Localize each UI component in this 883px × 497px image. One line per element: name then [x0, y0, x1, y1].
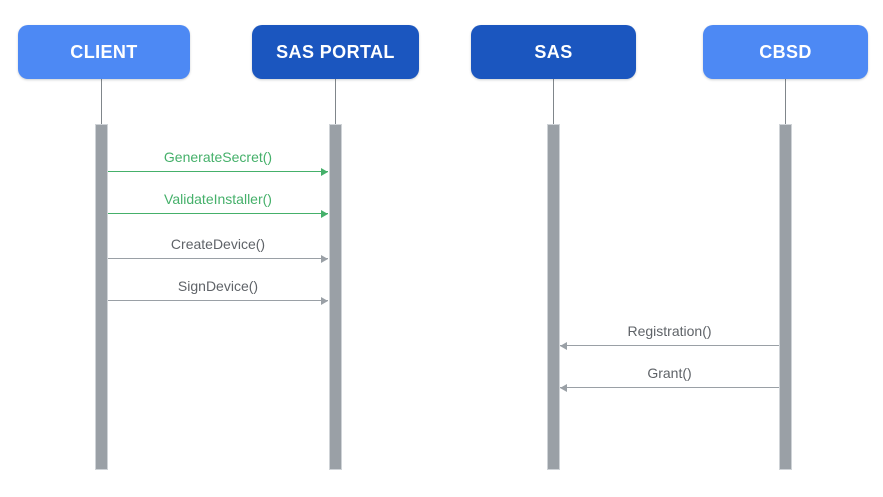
actor-box-sas-portal[interactable]: SAS PORTAL	[252, 25, 419, 79]
message-line-registration	[560, 345, 779, 346]
message-arrowhead-create-device	[321, 254, 328, 263]
message-label-create-device: CreateDevice()	[170, 236, 266, 252]
message-arrowhead-validate-installer	[321, 209, 328, 218]
lifeline-sas-portal	[335, 79, 336, 124]
message-label-validate-installer: ValidateInstaller()	[164, 191, 272, 207]
message-arrowhead-grant	[560, 383, 567, 392]
activation-bar-sas-portal	[329, 124, 342, 470]
lifeline-client	[101, 79, 102, 124]
activation-bar-sas	[547, 124, 560, 470]
actor-label-cbsd: CBSD	[759, 41, 812, 62]
message-label-registration: Registration()	[627, 323, 712, 339]
lifeline-cbsd	[785, 79, 786, 124]
actor-label-sas: SAS	[534, 41, 573, 62]
lifeline-sas	[553, 79, 554, 124]
message-line-sign-device	[108, 300, 328, 301]
activation-bar-client	[95, 124, 108, 470]
activation-bar-cbsd	[779, 124, 792, 470]
message-label-grant: Grant()	[647, 365, 692, 381]
message-label-generate-secret: GenerateSecret()	[163, 149, 273, 165]
message-line-generate-secret	[108, 171, 328, 172]
actor-box-sas[interactable]: SAS	[471, 25, 636, 79]
message-arrowhead-sign-device	[321, 296, 328, 305]
actor-label-sas-portal: SAS PORTAL	[276, 41, 395, 62]
message-line-grant	[560, 387, 779, 388]
message-arrowhead-registration	[560, 341, 567, 350]
actor-box-cbsd[interactable]: CBSD	[703, 25, 868, 79]
message-line-validate-installer	[108, 213, 328, 214]
message-line-create-device	[108, 258, 328, 259]
actor-label-client: CLIENT	[70, 41, 138, 62]
message-label-sign-device: SignDevice()	[177, 278, 259, 294]
actor-box-client[interactable]: CLIENT	[18, 25, 190, 79]
message-arrowhead-generate-secret	[321, 167, 328, 176]
